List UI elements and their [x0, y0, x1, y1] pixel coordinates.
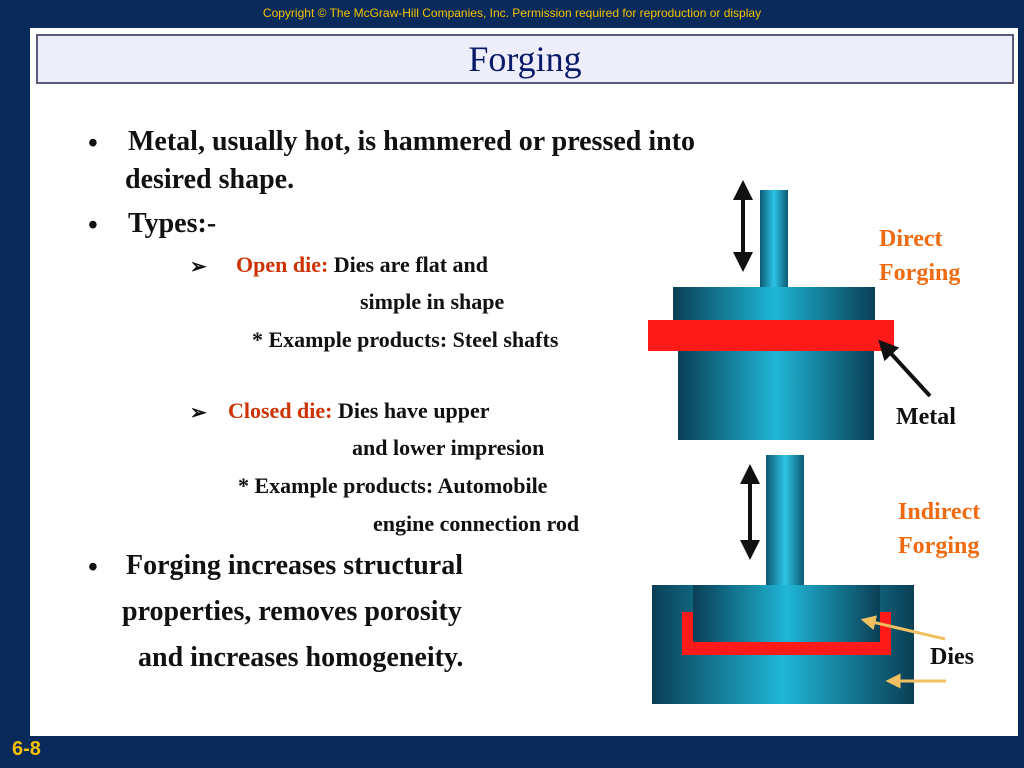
direct-label-line-2: Forging: [879, 260, 961, 286]
indirect-label-line-1: Indirect: [898, 499, 981, 525]
sub-bullet-arrow-icon: ➢: [190, 256, 207, 278]
bullet-3-line-2: properties, removes porosity: [122, 596, 462, 627]
dies-pointer-arrow-upper: [860, 615, 946, 641]
bullet-marker: •: [88, 210, 98, 241]
sub-bullet-arrow-icon: ➢: [190, 402, 207, 424]
open-die-desc: Dies are flat and: [328, 252, 488, 277]
indirect-ram-rod: [766, 455, 804, 585]
closed-die-line-2: and lower impresion: [352, 435, 545, 460]
dies-label: Dies: [930, 644, 974, 670]
bullet-1-line-2: desired shape.: [125, 164, 295, 195]
bullet-1-line-1: Metal, usually hot, is hammered or press…: [128, 126, 696, 157]
metal-pointer-arrow: [878, 339, 932, 398]
indirect-label-line-2: Forging: [898, 533, 980, 559]
closed-die-example-2: engine connection rod: [373, 511, 580, 536]
closed-die-line-1: Closed die: Dies have upper: [228, 398, 490, 424]
metal-label: Metal: [896, 404, 956, 430]
indirect-forging-label: Indirect Forging: [898, 495, 980, 563]
slide-title: Forging: [36, 34, 1014, 84]
indirect-die-cavity-metal: [682, 612, 891, 655]
direct-ram-rod: [760, 190, 788, 287]
direct-lower-die: [678, 351, 874, 440]
copyright-notice: Copyright © The McGraw-Hill Companies, I…: [262, 6, 762, 20]
open-die-line-1: Open die: Dies are flat and: [236, 252, 488, 278]
direct-forging-label: Direct Forging: [879, 222, 960, 290]
closed-die-example-1: * Example products: Automobile: [238, 473, 548, 498]
open-die-term: Open die:: [236, 252, 329, 277]
closed-die-term: Closed die:: [228, 398, 333, 423]
closed-die-desc: Dies have upper: [332, 398, 490, 423]
direct-label-line-1: Direct: [879, 226, 943, 252]
direct-metal-workpiece: [648, 320, 894, 351]
slide-number: 6-8: [12, 738, 41, 760]
open-die-line-2: simple in shape: [360, 289, 505, 314]
bullet-3-line-3: and increases homogeneity.: [138, 642, 464, 673]
open-die-example: * Example products: Steel shafts: [252, 327, 559, 352]
indirect-upper-die: [693, 585, 880, 642]
bullet-marker: •: [88, 128, 98, 159]
direct-upper-die: [673, 287, 875, 321]
bullet-2-types: Types:-: [128, 208, 217, 239]
bullet-marker: •: [88, 552, 98, 583]
bullet-3-line-1: Forging increases structural: [126, 550, 463, 581]
